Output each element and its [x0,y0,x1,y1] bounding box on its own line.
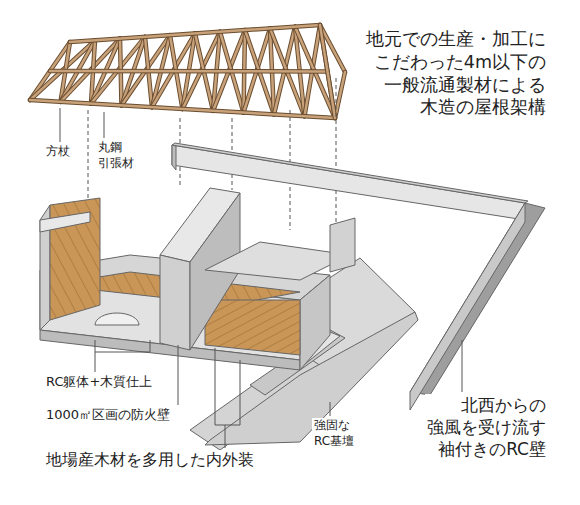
label-line: 引張材 [98,156,134,172]
callout-label: 地元での生産・加工に こだわった4m以下の 一般流通製材による 木造の屋根架構 [364,28,548,119]
rc-body [40,188,355,370]
callout-label: 丸鋼 引張材 [96,140,136,171]
timber-beam [50,69,328,74]
callout-label: 地場産木材を多用した内外装 [44,450,256,471]
label-line: 地元での生産・加工に [366,28,546,51]
leader-lines [60,108,462,448]
label-line: 木造の屋根架構 [366,96,546,119]
roof-truss [30,25,345,118]
label-line: RC躯体+木質仕上 [46,374,152,391]
label-line: 丸鋼 [98,140,134,156]
label-line: 一般流通製材による [366,74,546,97]
label-line: 1000㎡区画の防火壁 [46,407,170,424]
timber-beam [320,25,335,118]
label-line: 地場産木材を多用した内外装 [46,450,254,471]
timber-beam [70,25,320,42]
callout-label: 北西からの 強風を受け流す 袖付きのRC壁 [425,394,548,460]
timber-beam [30,100,335,118]
timber-beam [70,25,320,42]
label-line: 袖付きのRC壁 [427,438,546,460]
label-line: こだわった4m以下の [366,51,546,74]
callout-label: 1000㎡区画の防火壁 [44,407,172,424]
timber-beam [30,100,335,118]
label-line: RC基壇 [314,434,354,450]
timber-beam [50,70,328,73]
callout-label: 方杖 [44,144,72,160]
label-line: 強固な [314,418,354,434]
label-line: 方杖 [46,144,70,160]
callout-label: 強固な RC基壇 [312,418,356,449]
label-line: 強風を受け流す [427,416,546,438]
label-line: 北西からの [427,394,546,416]
callout-label: RC躯体+木質仕上 [44,374,154,391]
timber-beam [320,25,335,118]
